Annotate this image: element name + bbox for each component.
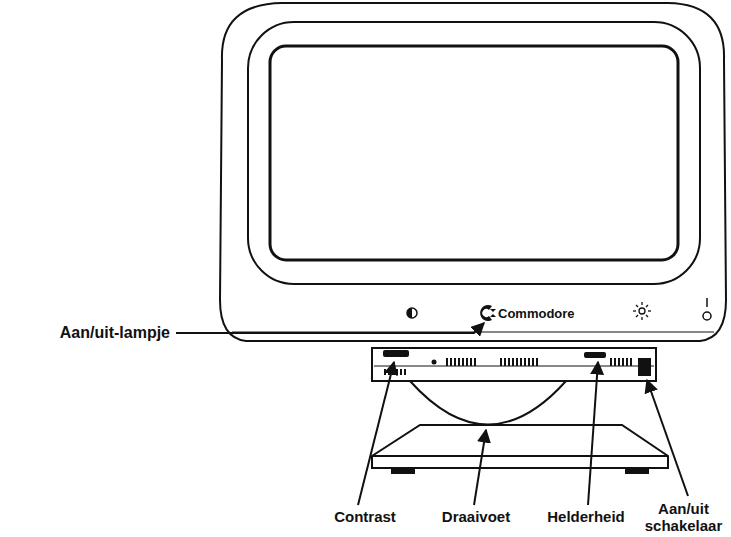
part-label: Contrast — [310, 508, 420, 525]
monitor-housing — [220, 3, 726, 341]
part-label: Helderheid — [534, 508, 638, 525]
screen — [270, 46, 678, 260]
part-label: Aan/uit schakelaar — [636, 500, 731, 534]
part-label: Draaivoet — [420, 508, 532, 525]
commodore-logo — [480, 305, 496, 321]
contrast-symbol — [407, 308, 417, 318]
part-label: Aan/uit-lampje — [0, 324, 170, 341]
brand-name: Commodore — [498, 305, 598, 322]
brightness-symbol — [633, 302, 651, 320]
pedestal — [372, 425, 668, 473]
leader-lines — [176, 323, 688, 505]
screen-bezel — [248, 22, 700, 284]
power-symbol — [703, 298, 711, 320]
control-strip — [372, 348, 656, 381]
swivel-foot — [410, 381, 566, 425]
